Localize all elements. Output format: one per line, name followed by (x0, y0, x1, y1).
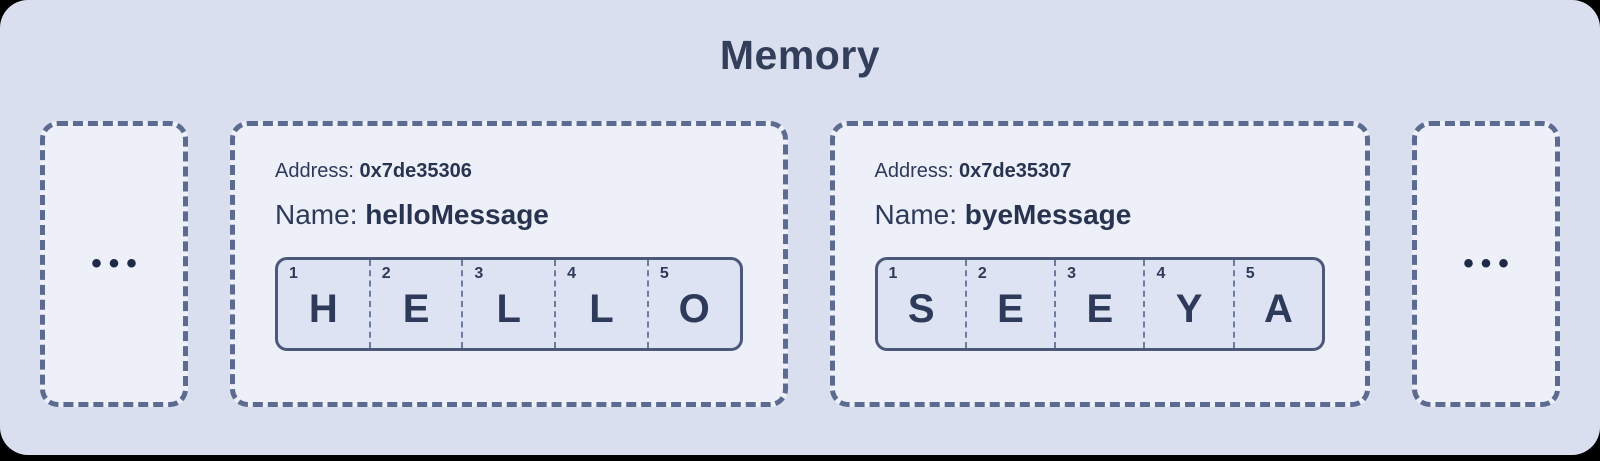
memory-region-right: ••• (1412, 121, 1560, 407)
array-cell: 2 E (964, 260, 1054, 348)
address-label: Address: (874, 160, 954, 182)
memory-region-left: ••• (40, 121, 188, 407)
array-cell: 4 Y (1143, 260, 1232, 348)
cell-index: 5 (659, 265, 669, 282)
memory-title: Memory (719, 32, 881, 78)
address-line: Address: 0x7de35307 (875, 160, 1325, 183)
cell-char: H (308, 287, 338, 331)
array-cell: 5 O (646, 260, 740, 348)
address-label: Address: (275, 160, 354, 182)
cell-index: 2 (977, 265, 987, 282)
char-array-bye: 1 S 2 E 3 E 4 Y 5 A (874, 257, 1325, 351)
name-value: byeMessage (964, 199, 1132, 230)
address-value: 0x7de35307 (959, 160, 1072, 182)
memory-block-bye: Address: 0x7de35307 Name: byeMessage 1 S… (829, 121, 1370, 407)
array-cell: 3 L (461, 260, 554, 348)
memory-block-hello: Address: 0x7de35306 Name: helloMessage 1… (230, 121, 788, 407)
cell-index: 3 (1067, 265, 1077, 282)
ellipsis-left: ••• (91, 247, 144, 280)
cell-index: 1 (888, 265, 898, 282)
cell-index: 4 (1156, 265, 1166, 282)
cell-char: Y (1175, 287, 1203, 331)
cell-index: 2 (381, 265, 391, 282)
cell-char: S (907, 287, 935, 331)
name-line: Name: helloMessage (275, 199, 743, 231)
array-cell: 1 H (278, 260, 369, 348)
memory-row: ••• Address: 0x7de35306 Name: helloMessa… (40, 121, 1560, 407)
cell-index: 1 (289, 265, 298, 282)
cell-char: L (496, 287, 521, 331)
array-cell: 5 A (1232, 260, 1322, 348)
cell-index: 3 (474, 265, 484, 282)
array-cell: 3 E (1054, 260, 1143, 348)
cell-char: E (1086, 287, 1114, 331)
name-label: Name: (275, 199, 358, 230)
address-line: Address: 0x7de35306 (275, 160, 743, 183)
ellipsis-right: ••• (1463, 247, 1516, 280)
array-cell: 1 S (878, 260, 965, 348)
char-array-hello: 1 H 2 E 3 L 4 L 5 O (275, 257, 743, 351)
array-cell: 2 E (368, 260, 462, 348)
cell-char: E (997, 287, 1024, 331)
cell-index: 4 (567, 265, 577, 282)
cell-char: O (678, 287, 710, 331)
cell-char: A (1263, 287, 1293, 331)
cell-char: L (589, 287, 614, 331)
address-value: 0x7de35306 (359, 160, 472, 182)
name-value: helloMessage (365, 199, 549, 230)
array-cell: 4 L (554, 260, 647, 348)
cell-index: 5 (1245, 265, 1255, 282)
name-line: Name: byeMessage (875, 199, 1325, 231)
name-label: Name: (874, 199, 958, 230)
cell-char: E (402, 287, 430, 331)
